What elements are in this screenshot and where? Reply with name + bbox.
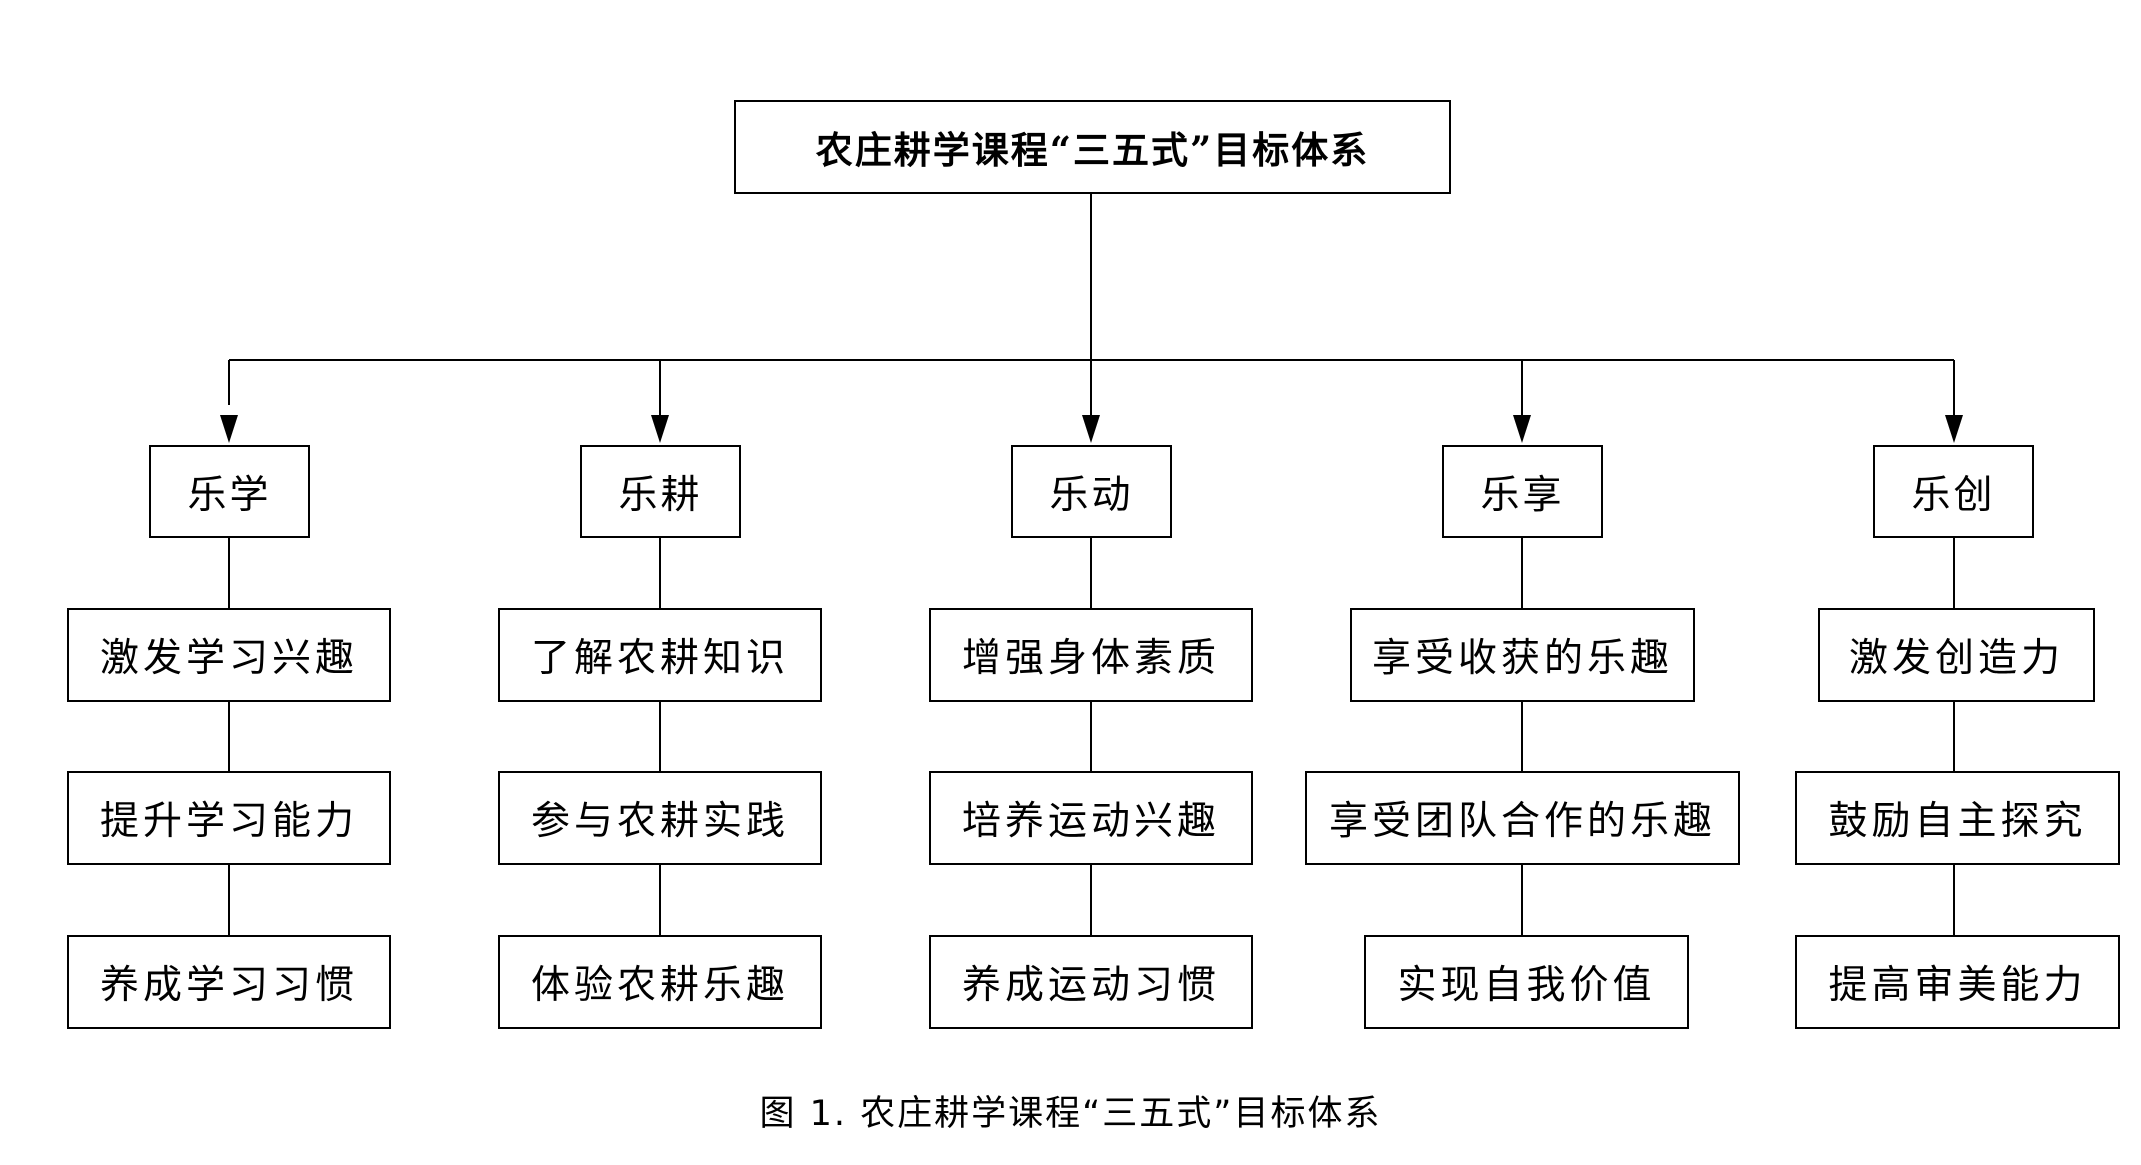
goal-node: 提高审美能力 <box>1795 935 2120 1029</box>
goal-node: 养成运动习惯 <box>929 935 1253 1029</box>
root-node: 农庄耕学课程“三五式”目标体系 <box>734 100 1451 194</box>
arrowhead-3 <box>1082 415 1100 443</box>
goal-node: 体验农耕乐趣 <box>498 935 822 1029</box>
arrowhead-1 <box>220 415 238 443</box>
goal-node: 提升学习能力 <box>67 771 391 865</box>
goal-node: 培养运动兴趣 <box>929 771 1253 865</box>
goal-node: 实现自我价值 <box>1364 935 1689 1029</box>
goal-node: 享受收获的乐趣 <box>1350 608 1695 702</box>
goal-node: 鼓励自主探究 <box>1795 771 2120 865</box>
goal-node: 参与农耕实践 <box>498 771 822 865</box>
category-node-1: 乐学 <box>149 445 310 538</box>
figure-caption: 图 1. 农庄耕学课程“三五式”目标体系 <box>759 1094 1382 1134</box>
goal-node: 激发学习兴趣 <box>67 608 391 702</box>
arrowhead-5 <box>1945 415 1963 443</box>
goal-node: 享受团队合作的乐趣 <box>1305 771 1740 865</box>
arrowhead-2 <box>651 415 669 443</box>
category-node-5: 乐创 <box>1873 445 2034 538</box>
goal-node: 增强身体素质 <box>929 608 1253 702</box>
arrowhead-4 <box>1513 415 1531 443</box>
goal-node: 激发创造力 <box>1818 608 2095 702</box>
category-node-2: 乐耕 <box>580 445 741 538</box>
goal-node: 养成学习习惯 <box>67 935 391 1029</box>
goal-node: 了解农耕知识 <box>498 608 822 702</box>
category-node-3: 乐动 <box>1011 445 1172 538</box>
category-node-4: 乐享 <box>1442 445 1603 538</box>
